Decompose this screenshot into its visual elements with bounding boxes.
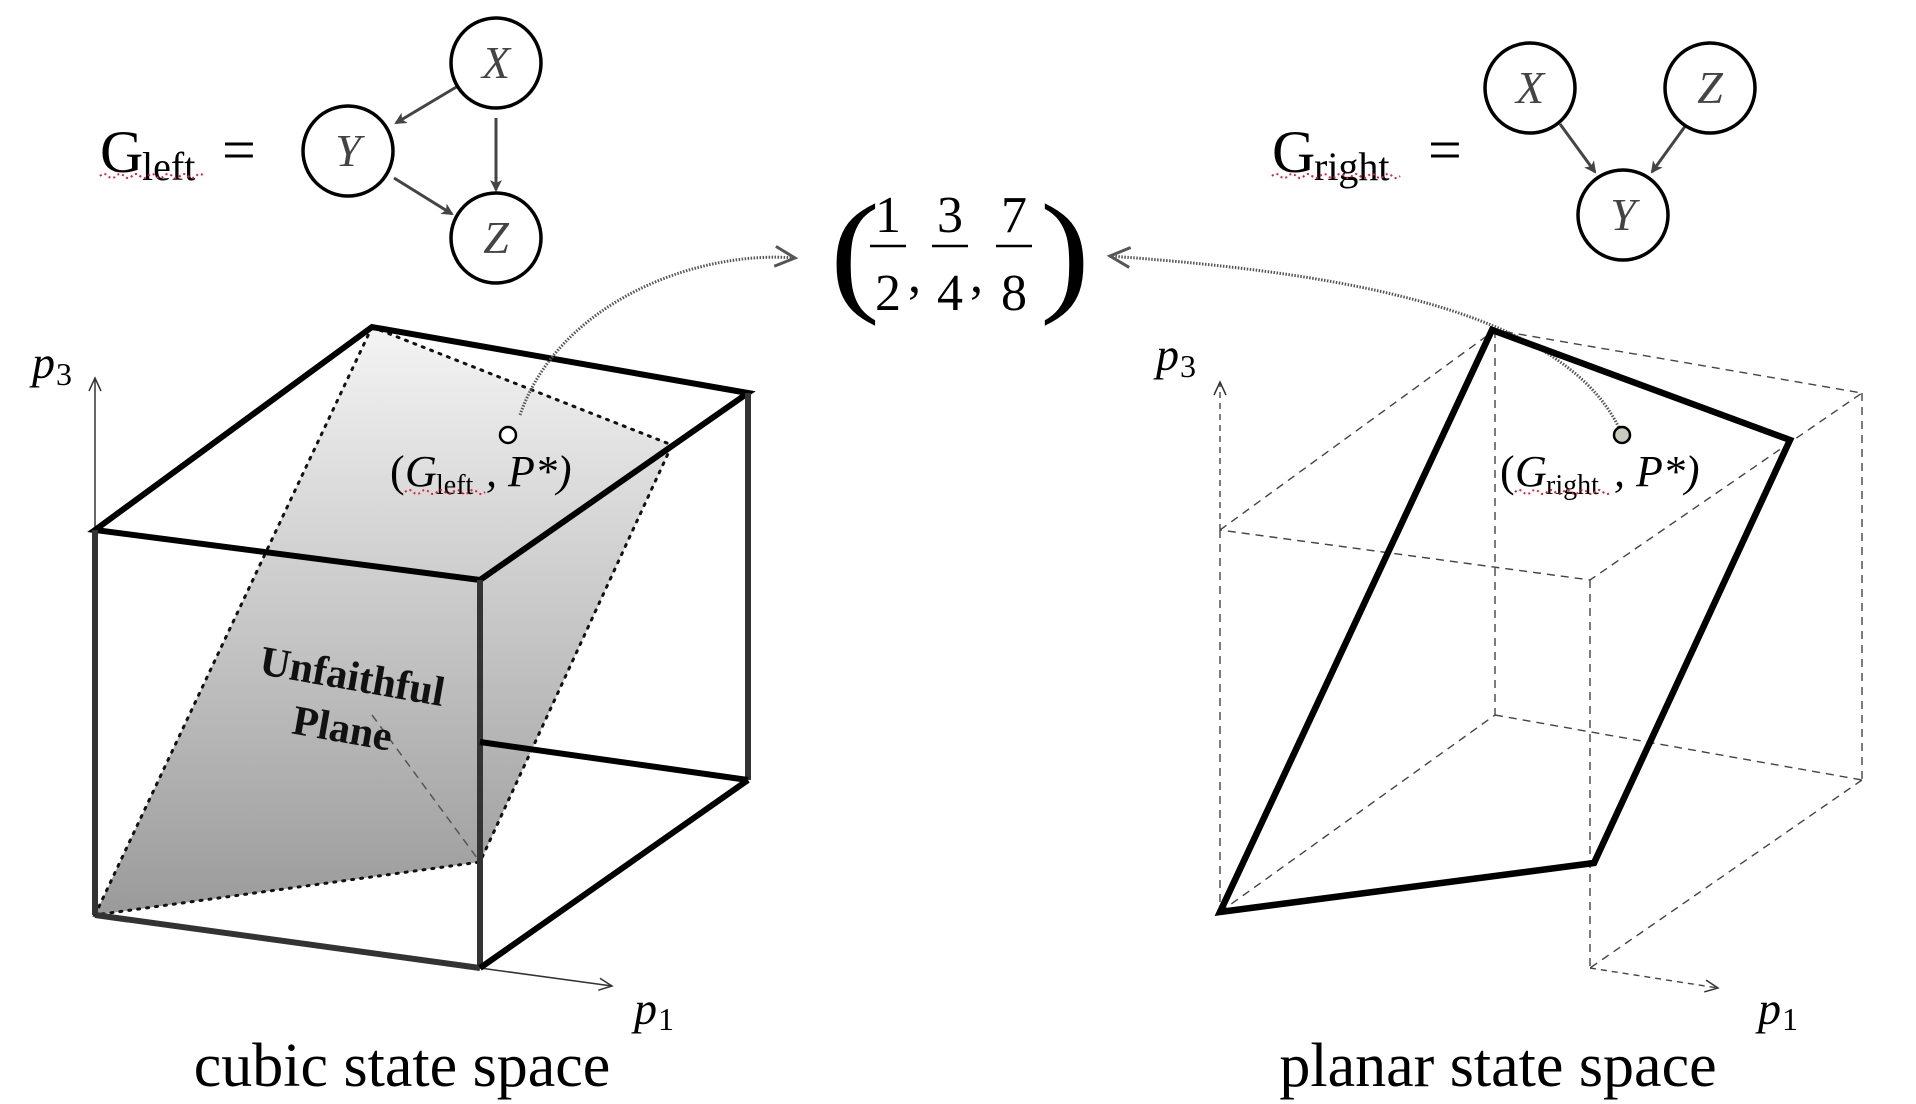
left-caption: cubic state space bbox=[194, 1032, 611, 1100]
left-point-arrow bbox=[518, 245, 799, 416]
fraction-1-num: 1 bbox=[875, 187, 901, 244]
node-z-label: Z bbox=[483, 212, 509, 263]
right-panel: p 3 p 1 ( G right , P*) planar state spa… bbox=[1153, 325, 1864, 1100]
node-z-right-label: Z bbox=[1697, 62, 1723, 113]
right-dashed-b3 bbox=[1589, 779, 1863, 969]
right-graph-spell-underline bbox=[1271, 173, 1401, 179]
left-point-sub: left bbox=[436, 470, 474, 501]
right-point-rest: , P*) bbox=[1614, 447, 1700, 496]
right-point-arrow bbox=[1106, 246, 1622, 431]
fraction-3: 7 8 bbox=[996, 187, 1032, 322]
fraction-3-num: 7 bbox=[1001, 187, 1027, 244]
unfaithful-plane bbox=[92, 325, 675, 917]
fraction-2-num: 3 bbox=[937, 187, 963, 244]
node-z-right bbox=[1663, 41, 1757, 135]
edge-z-to-y-right bbox=[1650, 124, 1688, 174]
node-y bbox=[301, 104, 395, 198]
right-caption: planar state space bbox=[1279, 1032, 1716, 1100]
fraction-1-den: 2 bbox=[875, 265, 901, 322]
right-dashed-cube bbox=[1219, 329, 1864, 969]
separator-1: , bbox=[908, 247, 921, 304]
right-dashed-b1 bbox=[1219, 714, 1496, 913]
node-y-label: Y bbox=[335, 125, 365, 176]
left-graph: G left = X Y Z bbox=[99, 16, 543, 285]
left-cube-panel: p 3 p 1 Unfaithful Plane ( G left , P*) … bbox=[29, 323, 756, 1100]
left-axis-p1-sub: 1 bbox=[658, 1001, 674, 1037]
left-cube-edge-inner-bottom bbox=[479, 739, 749, 783]
left-graph-equals: = bbox=[222, 117, 256, 183]
edge-x-to-y bbox=[394, 84, 459, 125]
node-x-label: X bbox=[480, 37, 512, 88]
right-point-sub: right bbox=[1546, 470, 1599, 501]
right-axis-p1 bbox=[1589, 967, 1720, 993]
node-y-right-label: Y bbox=[1610, 189, 1640, 240]
right-dashed-b2 bbox=[1494, 714, 1863, 781]
right-axis-p3-letter: p bbox=[1153, 329, 1179, 380]
left-point-marker bbox=[498, 425, 518, 445]
left-cube-hidden-edge-bottom bbox=[371, 714, 481, 863]
left-axis-p3-sub: 3 bbox=[56, 356, 72, 392]
right-point-g: G bbox=[1515, 447, 1547, 496]
left-cube-edge-bottom-right bbox=[478, 777, 750, 971]
right-plane bbox=[1214, 325, 1795, 916]
left-cube-edge-bottom-front bbox=[94, 912, 481, 971]
left-axis-p1 bbox=[479, 967, 614, 991]
left-axis-p3-letter: p bbox=[29, 337, 55, 388]
node-x-right bbox=[1483, 41, 1577, 135]
left-point-g: G bbox=[405, 447, 437, 496]
left-point-spell-underline bbox=[404, 489, 486, 495]
right-point-open: ( bbox=[1500, 447, 1515, 496]
right-axis-p1-sub: 1 bbox=[1782, 1001, 1798, 1037]
vector-close-paren: ) bbox=[1040, 177, 1090, 326]
separator-2: , bbox=[970, 247, 983, 304]
fraction-3-den: 8 bbox=[1001, 265, 1027, 322]
fraction-2-den: 4 bbox=[937, 265, 963, 322]
edge-y-to-z bbox=[393, 176, 454, 216]
edge-x-to-y-right bbox=[1558, 123, 1597, 174]
right-point-marker bbox=[1612, 425, 1632, 445]
node-y-right bbox=[1576, 168, 1670, 262]
right-graph-equals: = bbox=[1428, 117, 1462, 183]
fraction-1: 1 2 bbox=[870, 187, 906, 322]
vector-open-paren: ( bbox=[830, 177, 880, 326]
right-axis-p1-letter: p bbox=[1755, 983, 1781, 1034]
right-graph: G right = X Z Y bbox=[1271, 41, 1757, 262]
left-point-rest: , P*) bbox=[486, 447, 572, 496]
right-graph-subscript: right bbox=[1314, 144, 1390, 189]
node-x-right-label: X bbox=[1514, 62, 1546, 113]
left-point-open: ( bbox=[390, 447, 405, 496]
right-axis-p3-sub: 3 bbox=[1180, 348, 1196, 384]
fraction-2: 3 4 bbox=[932, 187, 968, 322]
right-dashed-top bbox=[1219, 329, 1864, 581]
node-z bbox=[449, 191, 543, 285]
distribution-vector: ( 1 2 , 3 4 , 7 8 ) bbox=[830, 177, 1090, 326]
left-graph-subscript: left bbox=[142, 144, 195, 189]
left-axis-p1-letter: p bbox=[631, 983, 657, 1034]
node-x bbox=[449, 16, 543, 110]
